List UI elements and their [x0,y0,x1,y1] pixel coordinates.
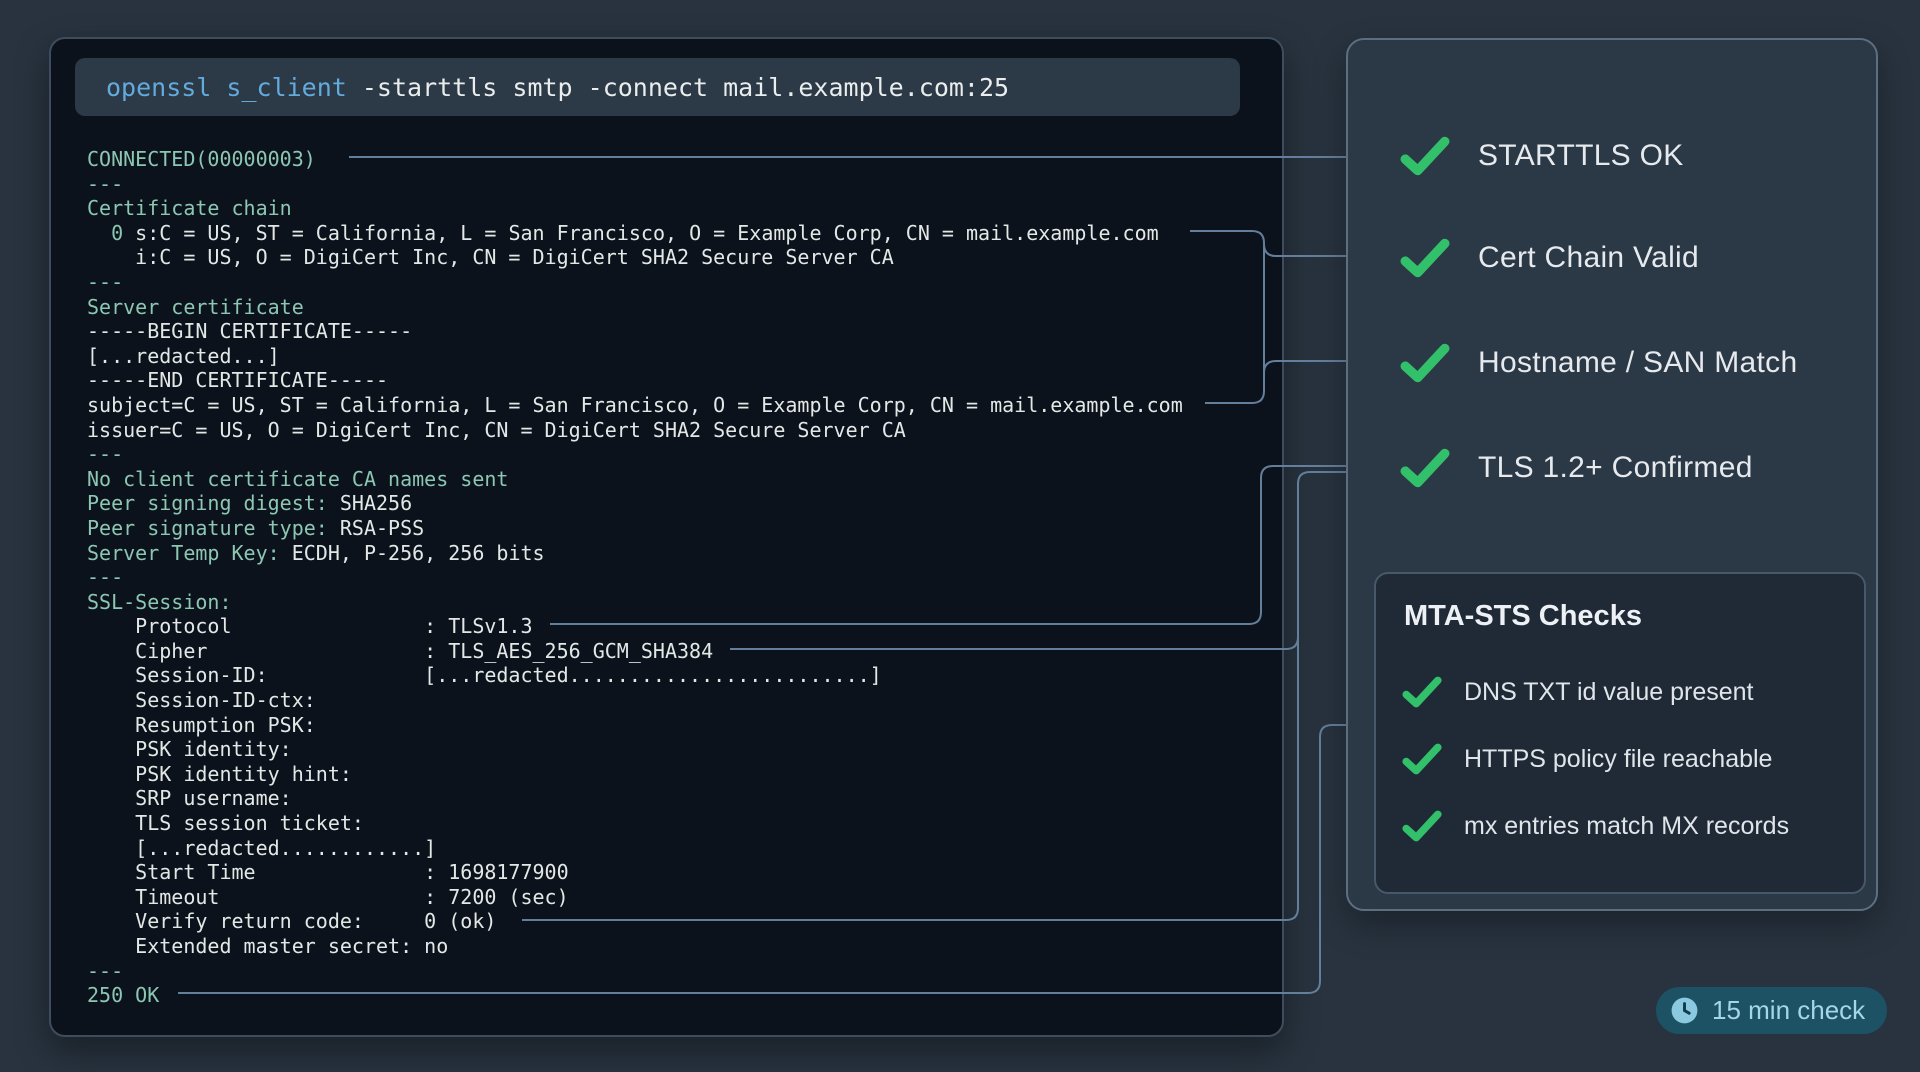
terminal-line: Server certificate [87,294,304,319]
terminal-line: --- [87,565,124,590]
command-bar: openssl s_client -starttls smtp -connect… [75,58,1240,116]
terminal-line: CONNECTED(00000003) [87,147,316,171]
terminal-line: Verify return code: 0 (ok) [87,909,497,934]
terminal-line: Peer signing digest: SHA256 [87,491,413,516]
terminal-line: --- [87,442,124,467]
clock-icon [1671,997,1698,1024]
check-icon [1400,136,1450,176]
check-icon [1402,743,1442,775]
terminal-line: SRP username: [87,786,292,811]
terminal-line: TLS session ticket: [87,811,364,836]
check-row-3: TLS 1.2+ Confirmed [1400,444,1753,492]
terminal-line: i:C = US, O = DigiCert Inc, CN = DigiCer… [87,245,894,270]
mta-sts-title: MTA-STS Checks [1404,600,1642,632]
terminal-line: [...redacted...] [87,343,280,368]
mta-sts-label: HTTPS policy file reachable [1464,744,1773,773]
command-text: openssl s_client -starttls smtp -connect… [106,75,1009,100]
check-icon [1400,343,1450,383]
terminal-output: CONNECTED(00000003)---Certificate chain … [87,147,1183,1008]
terminal-window: openssl s_client -starttls smtp -connect… [49,37,1284,1037]
terminal-line: --- [87,958,124,983]
terminal-line: Cipher : TLS_AES_256_GCM_SHA384 [87,638,714,663]
check-interval-label: 15 min check [1712,995,1866,1025]
terminal-line: --- [87,269,124,294]
check-label: STARTTLS OK [1478,139,1684,172]
check-icon [1402,676,1442,708]
terminal-line: --- [87,171,124,196]
terminal-line: Session-ID-ctx: [87,688,316,713]
terminal-line: 0 s:C = US, ST = California, L = San Fra… [111,220,1159,245]
check-row-1: Cert Chain Valid [1400,234,1699,282]
terminal-line: Peer signature type: RSA-PSS [87,515,425,540]
terminal-line: Certificate chain [87,196,292,221]
terminal-line: Protocol : TLSv1.3 [87,614,533,639]
check-icon [1400,238,1450,278]
mta-sts-row-1: HTTPS policy file reachable [1402,739,1772,779]
command-args: -starttls smtp -connect mail.example.com… [346,72,1010,102]
check-icon [1400,448,1450,488]
check-row-0: STARTTLS OK [1400,132,1684,180]
terminal-line: [...redacted............] [87,835,437,860]
terminal-line: -----END CERTIFICATE----- [87,368,389,393]
terminal-line: Resumption PSK: [87,712,316,737]
check-row-2: Hostname / SAN Match [1400,339,1797,387]
terminal-line: SSL-Session: [87,589,232,614]
check-label: Cert Chain Valid [1478,241,1700,274]
terminal-line: 250 OK [87,983,160,1008]
mta-sts-label: mx entries match MX records [1464,811,1790,840]
check-interval-badge: 15 min check [1656,987,1888,1034]
terminal-line: PSK identity: [87,737,292,762]
check-icon [1402,810,1442,842]
terminal-line: Session-ID: [...redacted................… [87,663,882,688]
terminal-line: -----BEGIN CERTIFICATE----- [87,319,413,344]
mta-sts-label: DNS TXT id value present [1464,677,1754,706]
terminal-line: Extended master secret: no [87,934,449,958]
check-label: TLS 1.2+ Confirmed [1478,451,1753,484]
command-program: openssl s_client [106,72,347,102]
mta-sts-row-0: DNS TXT id value present [1402,672,1754,712]
check-label: Hostname / SAN Match [1478,346,1798,379]
terminal-line: issuer=C = US, O = DigiCert Inc, CN = Di… [87,417,906,442]
terminal-line: Timeout : 7200 (sec) [87,884,569,909]
terminal-line: subject=C = US, ST = California, L = San… [87,392,1183,417]
terminal-line: No client certificate CA names sent [87,466,509,491]
terminal-line: PSK identity hint: [87,761,352,786]
terminal-line: Start Time : 1698177900 [87,860,569,885]
terminal-line: Server Temp Key: ECDH, P-256, 256 bits [87,540,545,565]
mta-sts-row-2: mx entries match MX records [1402,806,1789,846]
